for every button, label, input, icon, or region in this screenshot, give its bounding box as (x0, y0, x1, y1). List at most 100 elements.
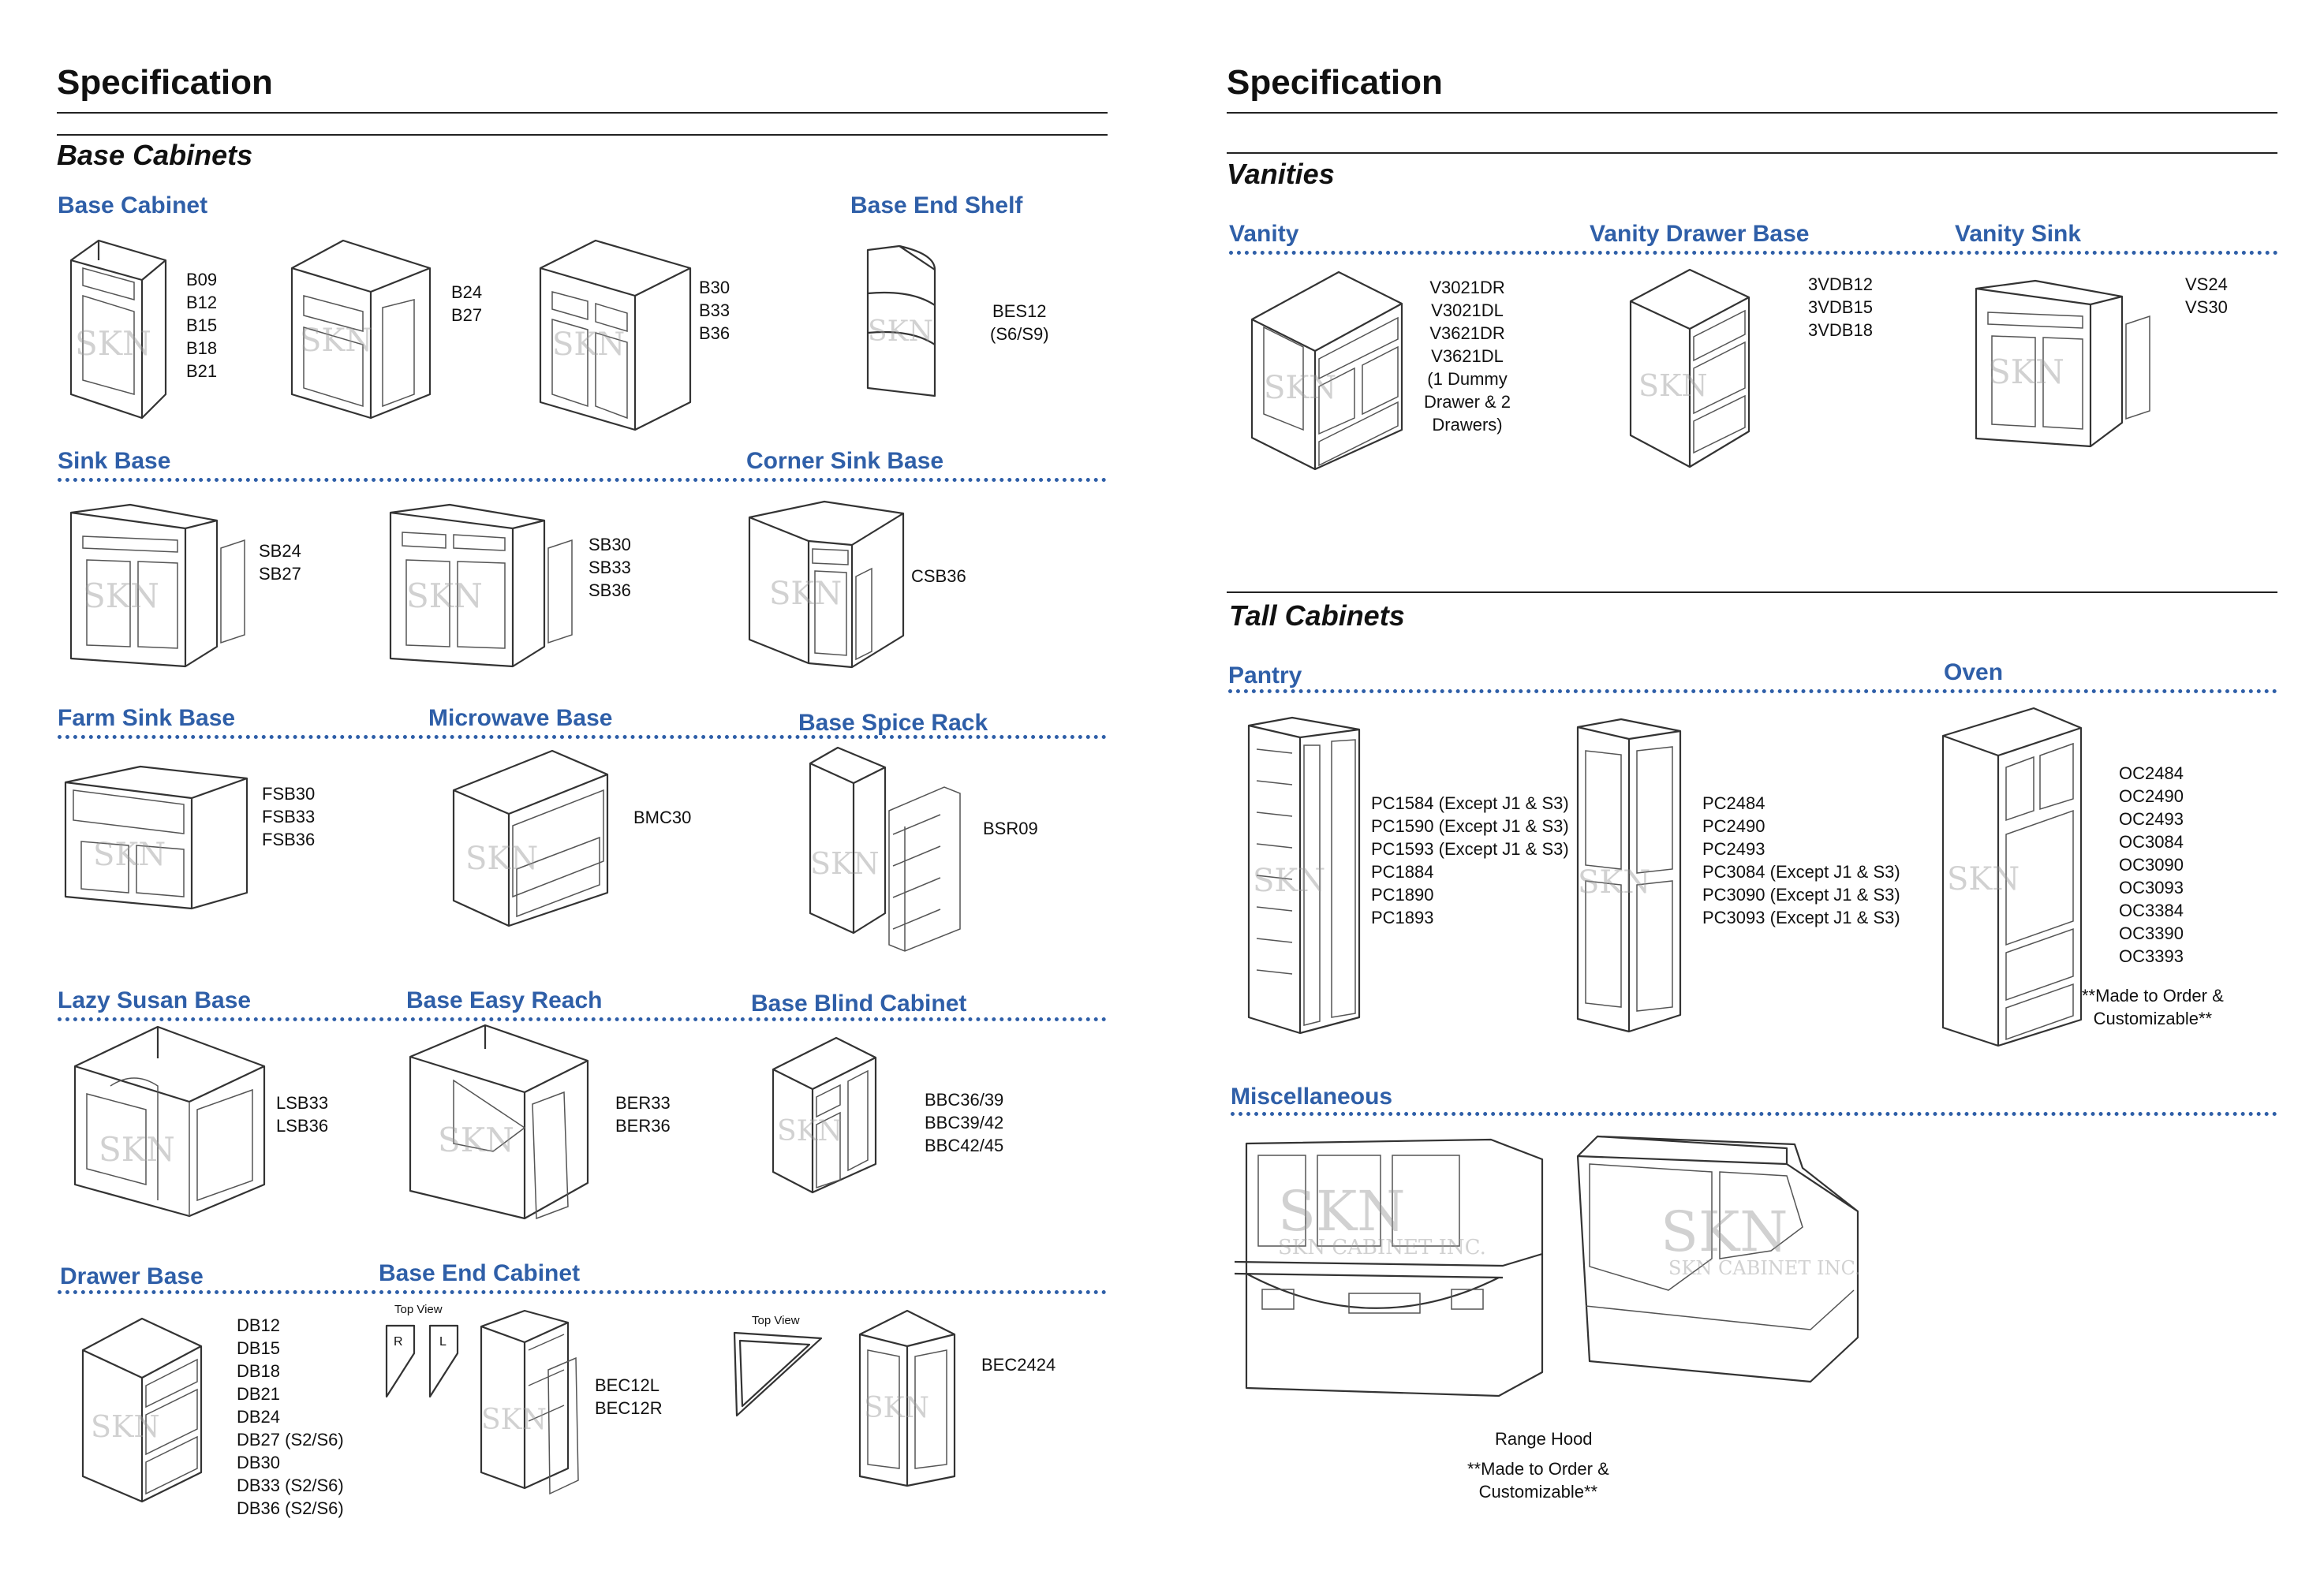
codes-pc-b: PC2484 PC2490 PC2493 PC3084 (Except J1 &… (1702, 793, 1900, 927)
corner-sink-base-drawing: SKN (745, 500, 907, 669)
title-rule-right (1227, 112, 2277, 114)
svg-text:SKN: SKN (1578, 864, 1650, 901)
tall-cabinets-rule (1227, 591, 2277, 593)
svg-text:SKN: SKN (406, 576, 483, 615)
r-label: R (394, 1335, 403, 1349)
svg-text:SKN: SKN (1661, 1200, 1788, 1264)
vanity-drawing: SKN (1248, 271, 1406, 471)
svg-text:SKN: SKN (93, 837, 166, 873)
l-label: L (439, 1335, 446, 1349)
codes-vdb: 3VDB12 3VDB15 3VDB18 (1808, 274, 1873, 340)
sink-base-drawing: SKN (67, 503, 248, 668)
lazy-susan-base-drawing: SKN (71, 1025, 268, 1218)
codes-vanity: V3021DR V3021DL V3621DR V3621DL (1 Dummy… (1424, 278, 1511, 435)
svg-text:SKN: SKN (83, 576, 159, 615)
category-farm-sink-base: Farm Sink Base (58, 705, 236, 731)
base-cabinet-single-drawing: SKN (67, 237, 174, 422)
codes-bsr09: BSR09 (983, 819, 1038, 838)
codes-csb36: CSB36 (911, 566, 966, 586)
svg-text:SKN: SKN (300, 323, 372, 359)
codes-b09-b21: B09 B12 B15 B18 B21 (186, 270, 218, 381)
base-blind-cabinet-drawing: SKN (769, 1036, 880, 1194)
pantry-single-drawing: SKN (1245, 716, 1363, 1035)
svg-text:SKN: SKN (1278, 1179, 1406, 1244)
svg-text:SKN: SKN (769, 576, 842, 612)
base-end-shelf-drawing: SKN (864, 244, 939, 404)
category-base-blind-cabinet: Base Blind Cabinet (751, 991, 967, 1017)
vanity-drawer-base-drawing: SKN (1627, 268, 1753, 468)
category-miscellaneous: Miscellaneous (1231, 1084, 1393, 1110)
svg-text:SKN: SKN (864, 1392, 929, 1424)
top-view-label-lr: Top View (394, 1303, 443, 1316)
bec2424-top-view-drawing (730, 1329, 827, 1420)
misc-made-to-order-note: **Made to Order & Customizable** (1467, 1459, 1609, 1502)
category-base-cabinet: Base Cabinet (58, 192, 208, 218)
section-rule-left (57, 134, 1108, 136)
svg-text:SKN: SKN (777, 1115, 843, 1147)
oven-cabinet-drawing: SKN (1939, 707, 2086, 1047)
codes-lsb33-lsb36: LSB33 LSB36 (276, 1093, 329, 1136)
svg-text:SKN: SKN (438, 1121, 514, 1159)
microwave-base-drawing: SKN (450, 749, 611, 927)
category-oven: Oven (1944, 659, 2004, 685)
codes-b30-b36: B30 B33 B36 (699, 278, 730, 343)
category-lazy-susan-base: Lazy Susan Base (58, 987, 252, 1013)
divider-farm-row (58, 735, 1107, 739)
sink-base-wide-drawing: SKN (387, 503, 576, 668)
svg-text:SKN: SKN (1947, 861, 2019, 897)
svg-text:SKN: SKN (552, 326, 625, 363)
codes-sb30-sb36: SB30 SB33 SB36 (588, 535, 631, 600)
category-corner-sink-base: Corner Sink Base (746, 448, 944, 474)
base-easy-reach-drawing: SKN (406, 1024, 596, 1222)
page-title-left: Specification (57, 63, 273, 102)
svg-text:SKN: SKN (99, 1130, 175, 1169)
category-vanity: Vanity (1229, 221, 1299, 247)
base-spice-rack-drawing: SKN (806, 746, 964, 952)
category-vanity-sink: Vanity Sink (1955, 221, 2082, 247)
codes-oc: OC2484 OC2490 OC2493 OC3084 OC3090 OC309… (2119, 763, 2184, 966)
svg-text:SKN: SKN (481, 1404, 547, 1436)
section-title-base-cabinets: Base Cabinets (57, 139, 253, 171)
codes-pc-a: PC1584 (Except J1 & S3) PC1590 (Except J… (1371, 793, 1569, 927)
svg-text:SKN CABINET INC.: SKN CABINET INC. (1668, 1257, 1861, 1279)
codes-bec12: BEC12L BEC12R (595, 1375, 663, 1418)
codes-bmc30: BMC30 (633, 808, 692, 827)
base-cabinet-double-door-drawing: SKN (288, 237, 446, 420)
range-hood-label: Range Hood (1495, 1429, 1593, 1449)
watermark-logo: SKN (75, 324, 151, 363)
category-base-easy-reach: Base Easy Reach (406, 987, 603, 1013)
divider-drawer-row (58, 1290, 1107, 1294)
vanities-rule (1227, 152, 2277, 154)
pantry-double-drawing: SKN (1574, 718, 1684, 1033)
svg-text:SKN: SKN (91, 1409, 160, 1444)
category-base-end-shelf: Base End Shelf (850, 192, 1023, 218)
svg-text:SKN: SKN (1988, 353, 2064, 391)
top-view-label-corner: Top View (752, 1314, 800, 1327)
svg-text:SKN CABINET INC.: SKN CABINET INC. (1278, 1236, 1486, 1259)
page-title-right: Specification (1227, 63, 1443, 102)
category-pantry: Pantry (1228, 662, 1302, 688)
category-base-end-cabinet: Base End Cabinet (379, 1260, 581, 1286)
codes-db: DB12 DB15 DB18 DB21 DB24 DB27 (S2/S6) DB… (237, 1315, 344, 1518)
codes-sb24-sb27: SB24 SB27 (259, 541, 301, 584)
svg-text:SKN: SKN (1264, 370, 1336, 406)
category-drawer-base: Drawer Base (60, 1263, 204, 1289)
divider-misc-row (1231, 1112, 2277, 1116)
svg-text:SKN: SKN (810, 846, 880, 881)
category-vanity-drawer-base: Vanity Drawer Base (1590, 221, 1810, 247)
divider-sink-row (58, 478, 1107, 482)
category-microwave-base: Microwave Base (428, 705, 613, 731)
section-title-tall-cabinets: Tall Cabinets (1229, 599, 1405, 632)
codes-bec2424: BEC2424 (981, 1355, 1056, 1375)
base-end-cabinet-drawing: SKN (477, 1309, 580, 1495)
base-cabinet-wide-drawing: SKN (536, 237, 698, 431)
codes-bes12: BES12 (S6/S9) (990, 301, 1049, 344)
farm-sink-base-drawing: SKN (62, 765, 251, 910)
category-sink-base: Sink Base (58, 448, 171, 474)
codes-ber33-ber36: BER33 BER36 (615, 1093, 671, 1136)
svg-text:SKN: SKN (1638, 368, 1708, 403)
codes-vs: VS24 VS30 (2185, 274, 2228, 317)
